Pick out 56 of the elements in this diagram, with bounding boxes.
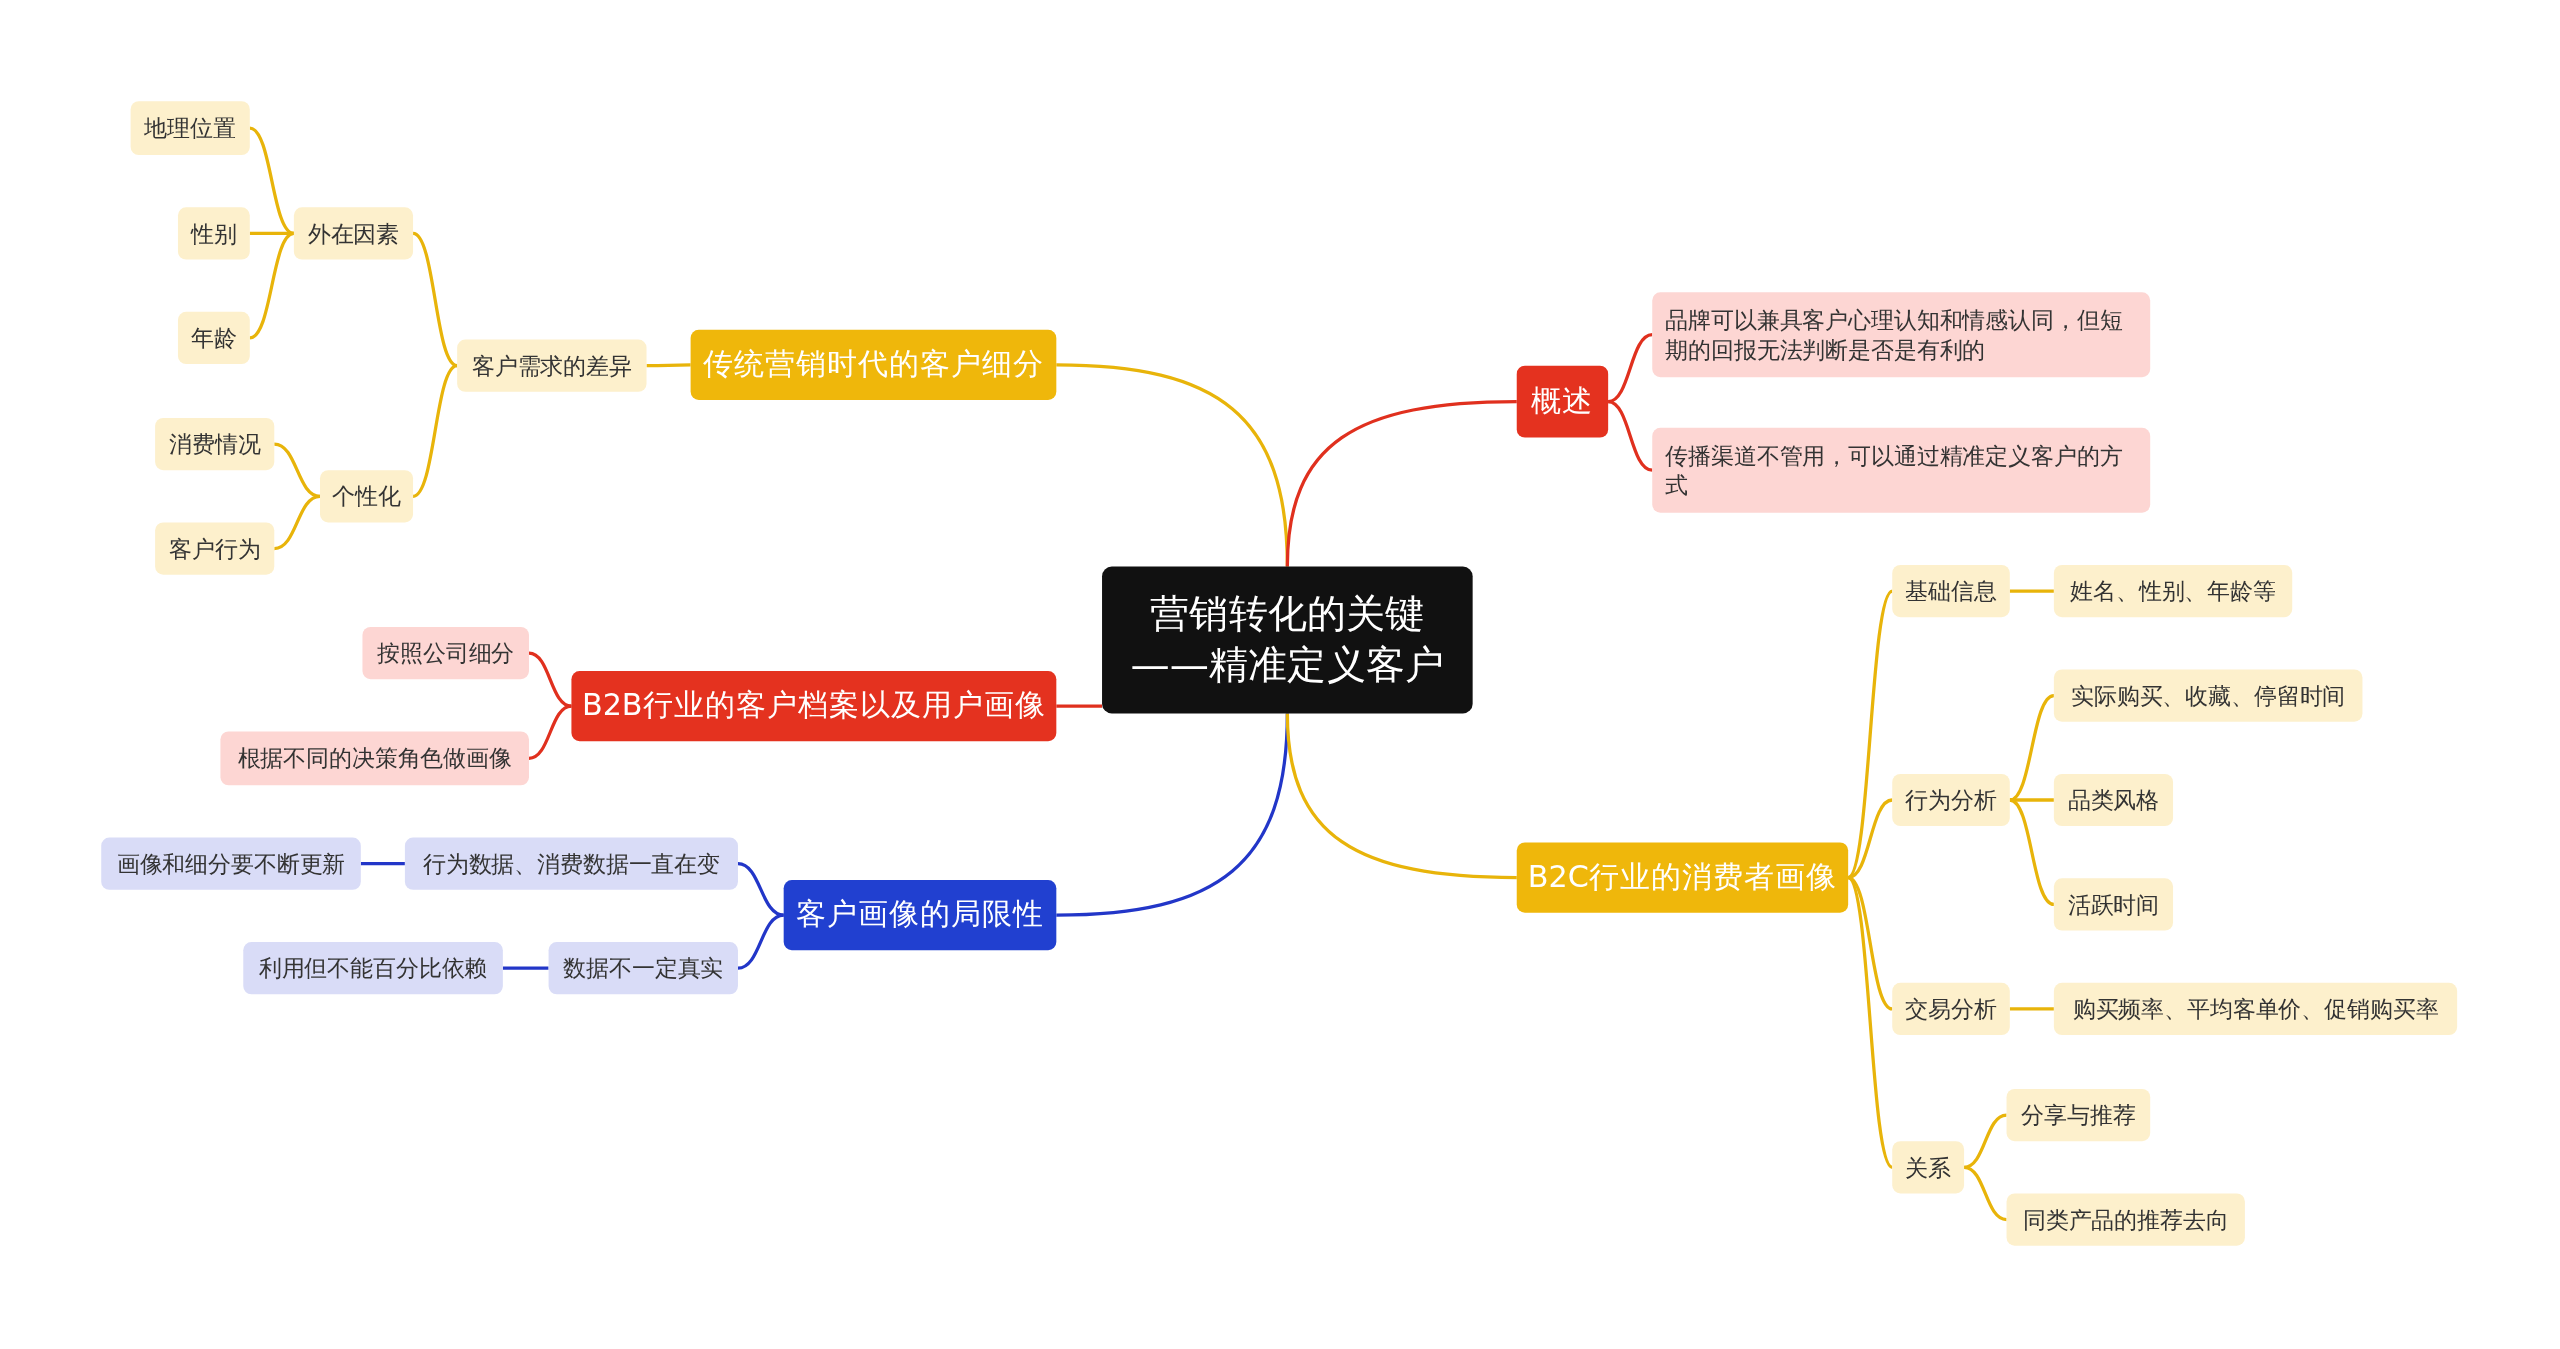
subtopic-box: 行为分析 [1892,773,2010,827]
subtopic-box: 交易分析 [1892,982,2010,1036]
subtopic-box: 关系 [1892,1141,1965,1194]
connector-line [412,232,458,368]
connector-line [249,126,295,235]
subtopic-box: 客户行为 [155,522,275,575]
connector-line [1056,704,1103,708]
connector-line [2009,798,2055,906]
subtopic-box: 行为数据、消费数据一直在变 [404,837,738,890]
subtopic-box: 分享与推荐 [2006,1089,2151,1142]
subtopic-box: 客户需求的差异 [457,339,647,392]
subtopic-box: 品类风格 [2053,773,2174,827]
connector-line [528,704,572,760]
subtopic-box: 购买频率、平均客单价、促销购买率 [2053,982,2458,1036]
connector-line [1285,400,1517,567]
connector-line [412,364,458,498]
subtopic-box: 基础信息 [1892,564,2010,618]
subtopic-box: 按照公司细分 [362,626,529,680]
subtopic-box: 传播渠道不管用，可以通过精准定义客户的方式 [1652,427,2151,513]
main-topic-box: B2C行业的消费者画像 [1516,842,1849,913]
connector-line [737,862,784,917]
subtopic-box: 实际购买、收藏、停留时间 [2053,669,2363,722]
main-topic-box: 概述 [1516,365,1609,438]
main-topic-box: B2B行业的客户档案以及用户画像 [571,671,1057,742]
connector-line [1963,1113,2007,1169]
connector-line [2009,798,2054,802]
connector-line [1607,400,1653,472]
subtopic-box: 同类产品的推荐去向 [2006,1193,2245,1246]
connector-line [646,363,691,368]
subtopic-box: 姓名、性别、年龄等 [2053,564,2293,618]
subtopic-box: 地理位置 [130,101,250,156]
subtopic-box: 画像和细分要不断更新 [101,837,361,890]
main-topic-box: 传统营销时代的客户细分 [690,329,1057,400]
central-topic-box: 营销转化的关键——精准定义客户 [1102,566,1473,714]
subtopic-box: 活跃时间 [2053,878,2174,931]
subtopic-box: 利用但不能百分比依赖 [243,942,503,995]
connector-line [737,913,784,970]
subtopic-box: 数据不一定真实 [548,942,738,995]
connector-line [360,862,405,866]
subtopic-box: 外在因素 [293,207,414,260]
connector-line [2009,1007,2054,1011]
connector-line [1285,713,1517,880]
connector-line [502,966,549,970]
subtopic-box: 年龄 [177,311,250,365]
connector-line [249,231,294,236]
connector-line [273,494,321,551]
subtopic-box: 性别 [177,207,250,260]
subtopic-box: 个性化 [320,470,414,523]
connector-line [273,442,321,498]
subtopic-box: 根据不同的决策角色做画像 [220,731,529,786]
subtopic-box: 品牌可以兼具客户心理认知和情感认同，但短期的回报无法判断是否是有利的 [1652,292,2151,378]
subtopic-box: 消费情况 [155,417,275,471]
main-topic-box: 客户画像的局限性 [783,880,1057,951]
connector-line [2009,589,2054,593]
connector-line [528,651,572,708]
connector-line [1963,1165,2007,1222]
